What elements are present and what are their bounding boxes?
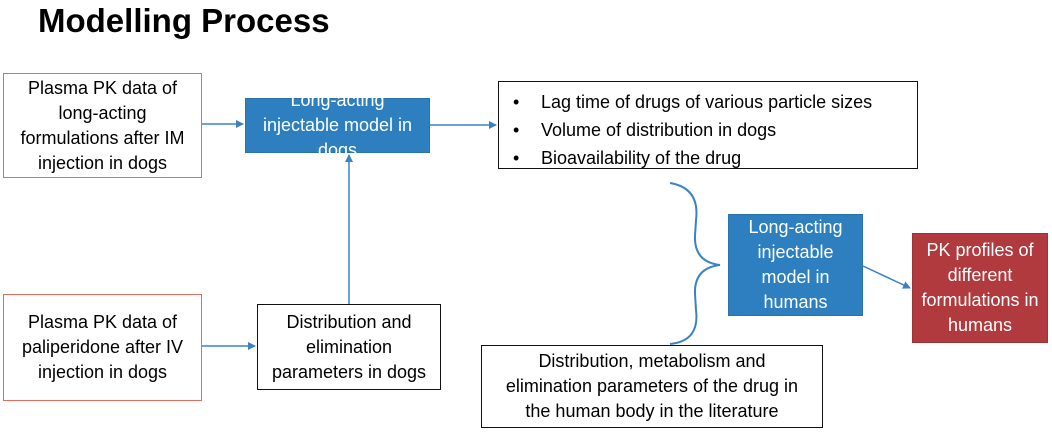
output-item: Lag time of drugs of various particle si… [513, 88, 905, 116]
brace-merge [669, 182, 721, 345]
dog-model-outputs-box: Lag time of drugs of various particle si… [498, 81, 918, 172]
output-item: Volume of distribution in dogs [513, 116, 905, 144]
dog-model-outputs-list: Lag time of drugs of various particle si… [513, 88, 905, 172]
human-model-box: Long-acting injectable model in humans [728, 214, 863, 316]
pk-paliperidone-label: Plasma PK data of paliperidone after IV … [21, 312, 184, 382]
distribution-dogs-box: Distribution and elimination parameters … [257, 304, 441, 390]
human-params-box: Distribution, metabolism and elimination… [481, 345, 823, 428]
arrow-human-model-to-pk-profiles [862, 265, 911, 289]
pk-long-acting-box: Plasma PK data of long-acting formulatio… [3, 73, 202, 178]
human-params-label: Distribution, metabolism and elimination… [505, 351, 799, 421]
pk-long-acting-label: Plasma PK data of long-acting formulatio… [20, 77, 185, 173]
dog-model-box: Long-acting injectable model in dogs [245, 90, 430, 160]
output-item: Bioavailability of the drug [513, 144, 905, 172]
distribution-dogs-label: Distribution and elimination parameters … [271, 311, 427, 382]
pk-profiles-label: PK profiles of different formulations in… [921, 240, 1039, 335]
pk-paliperidone-box: Plasma PK data of paliperidone after IV … [3, 294, 202, 401]
pk-profiles-box: PK profiles of different formulations in… [912, 233, 1048, 343]
page-title: Modelling Process [38, 2, 330, 39]
human-model-label: Long-acting injectable model in humans [748, 217, 843, 312]
